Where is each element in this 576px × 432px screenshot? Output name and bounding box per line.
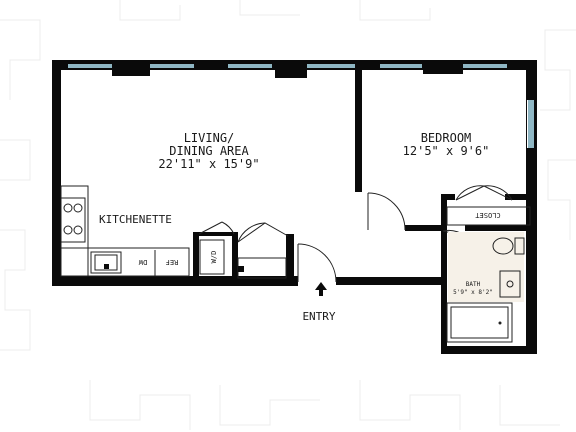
living-title: LIVING/	[184, 131, 235, 145]
arrow-up-icon	[315, 282, 327, 296]
entry-label: ENTRY	[302, 310, 335, 323]
bedroom-door	[367, 192, 406, 231]
refrigerator-label: REF	[166, 258, 179, 266]
dishwasher-label: DW	[138, 258, 147, 266]
entry-door	[297, 243, 337, 283]
kitchenette-label: KITCHENETTE	[99, 213, 172, 226]
living-subtitle: DINING AREA	[169, 144, 249, 158]
closet-doors	[446, 185, 531, 226]
bath-fixtures	[446, 232, 525, 343]
living-dimensions: 22'11" x 15'9"	[158, 157, 259, 171]
bath-title: BATH	[466, 281, 481, 288]
bedroom-dimensions: 12'5" x 9'6"	[403, 144, 490, 158]
bath-dimensions: 5'9" x 8'2"	[453, 289, 493, 296]
kitchen-fixtures	[60, 185, 190, 277]
closet-label: CLOSET	[475, 211, 501, 219]
washer-dryer-label: W/D	[210, 251, 218, 264]
bedroom-title: BEDROOM	[421, 131, 472, 145]
windows	[68, 64, 534, 148]
wd-closet-doors	[198, 221, 289, 279]
walls	[52, 60, 537, 354]
